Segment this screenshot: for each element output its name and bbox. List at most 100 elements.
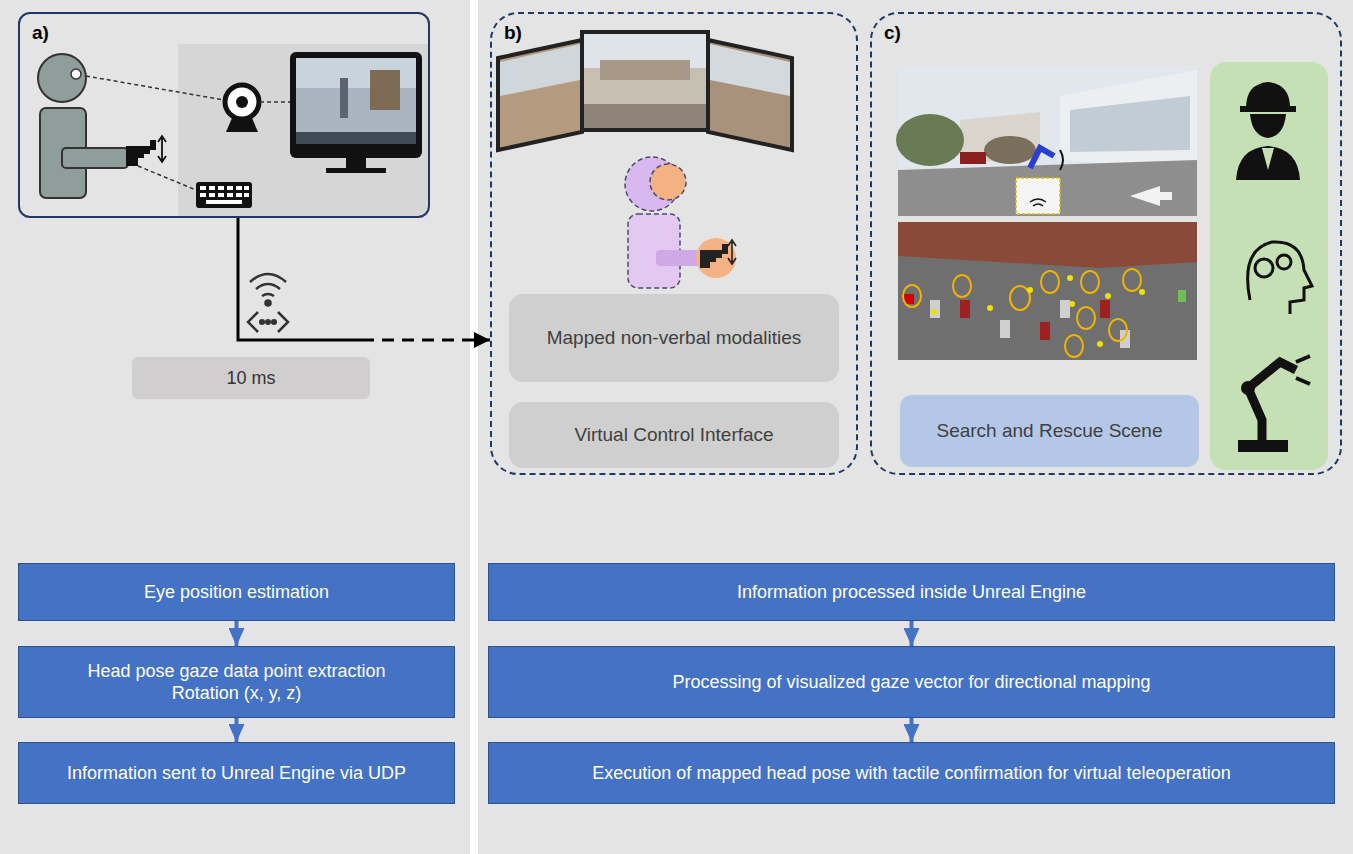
connector — [911, 718, 912, 742]
operator-setup-part — [38, 54, 86, 102]
panel-label: a) — [32, 22, 49, 44]
street-scene-image-part — [898, 160, 1197, 216]
module-box: Virtual Control Interface — [509, 402, 839, 468]
box-text: Search and Rescue Scene — [922, 419, 1176, 443]
actor-icons-panel-part — [1238, 440, 1288, 452]
operator-setup-part — [370, 70, 400, 110]
aerial-scene-image-part-part — [1060, 300, 1070, 318]
aerial-scene-image-part-part — [1041, 271, 1059, 293]
actor-icons-panel-part — [1250, 114, 1286, 138]
panoramic-screens-part — [582, 32, 708, 130]
operator-setup-part-part — [236, 186, 242, 190]
operator-avatar-part — [728, 240, 736, 264]
operator-setup-part-part — [236, 193, 242, 197]
panel-label: b) — [504, 22, 522, 44]
panoramic-screens — [498, 32, 792, 150]
panoramic-screens-part — [708, 40, 792, 150]
process-box: Information processed inside Unreal Engi… — [488, 563, 1335, 621]
operator-setup-part — [236, 96, 248, 108]
aerial-scene-image-part-part — [1123, 269, 1141, 291]
aerial-scene-image-part — [931, 275, 1145, 347]
box-text: Virtual Control Interface — [558, 423, 789, 447]
connector-line — [238, 218, 362, 340]
actor-icons-panel-part — [1277, 255, 1291, 269]
operator-avatar — [625, 157, 736, 288]
wireless-icon-part — [266, 320, 270, 324]
actor-icons-panel-part — [1246, 82, 1290, 108]
panoramic-screens-part — [500, 44, 580, 96]
operator-setup-part-part — [218, 186, 224, 190]
street-scene-image — [896, 66, 1197, 216]
street-scene-image-part — [1016, 178, 1060, 214]
operator-setup-part — [200, 186, 249, 204]
aerial-scene-image-part-part — [1010, 286, 1030, 310]
actor-icons-panel-part — [1255, 259, 1273, 277]
actor-icons-panel — [1210, 62, 1328, 470]
aerial-scene-image-part-part — [1067, 275, 1073, 281]
street-scene-image-part — [984, 136, 1036, 164]
box-text: Processing of visualized gaze vector for… — [632, 671, 1190, 694]
panel-grounds-part — [0, 0, 470, 854]
aerial-scene-image-part-part — [1027, 287, 1033, 293]
connector — [238, 218, 490, 340]
aerial-scene-image-part-part — [1109, 319, 1127, 341]
connector — [236, 718, 237, 742]
connector — [911, 621, 912, 646]
aerial-scene-image-part-part — [1105, 293, 1111, 299]
panel-frame: a) — [18, 12, 430, 218]
panoramic-screens-part — [710, 44, 790, 96]
operator-setup-part-part — [206, 200, 242, 204]
street-scene-image-part — [1070, 96, 1190, 152]
street-scene-image-part — [1030, 199, 1046, 206]
street-scene-image-part — [896, 114, 964, 166]
wireless-icon-part — [272, 320, 276, 324]
street-scene-image-part — [1060, 70, 1197, 170]
street-scene-image-part — [1030, 148, 1054, 168]
panel-frame: b) Mapped non-verbal modalitiesVirtual Co… — [490, 12, 858, 475]
operator-setup-part — [225, 85, 259, 119]
actor-icons-panel-part — [1262, 148, 1274, 170]
scene-box: Search and Rescue Scene — [900, 395, 1199, 467]
street-scene-image-part — [960, 152, 986, 164]
latency-box: 10 ms — [132, 357, 370, 399]
panel-grounds-part — [478, 0, 1353, 854]
aerial-scene-image-part-part — [1139, 289, 1145, 295]
actor-icons-panel-part — [1210, 62, 1328, 470]
operator-setup-part — [226, 118, 258, 132]
operator-setup-part — [126, 140, 156, 166]
process-box: Eye position estimation — [18, 563, 455, 621]
connector-line — [910, 621, 914, 646]
process-box: Information sent to Unreal Engine via UD… — [18, 742, 455, 804]
operator-setup — [38, 44, 428, 216]
box-text: Eye position estimation — [104, 581, 369, 604]
connector-line — [910, 718, 914, 742]
aerial-scene-image-part-part — [1000, 320, 1010, 338]
operator-setup-part-part — [209, 186, 215, 190]
operator-setup-part-part — [200, 186, 206, 190]
aerial-scene-image-part — [898, 222, 1197, 268]
wireless-icon-part — [250, 274, 286, 282]
aerial-scene-image-part-part — [1120, 330, 1130, 348]
operator-setup-part — [86, 76, 290, 190]
operator-setup-part — [296, 132, 416, 144]
wireless-icon-part — [248, 312, 288, 332]
aerial-scene-image-part-part — [960, 300, 970, 318]
aerial-scene-image-part — [930, 300, 1130, 348]
wireless-icon-part — [266, 301, 271, 306]
module-box: Mapped non-verbal modalities — [509, 294, 839, 382]
operator-setup-part-part — [200, 193, 206, 197]
operator-setup-part — [290, 52, 422, 158]
operator-setup-part-part — [244, 193, 249, 197]
box-text: Information processed inside Unreal Engi… — [697, 581, 1126, 604]
aerial-scene-image-part-part — [1100, 300, 1110, 318]
operator-avatar-part — [650, 164, 686, 200]
actor-icons-panel-part — [1296, 356, 1310, 384]
panoramic-screens-part — [498, 40, 582, 150]
aerial-scene-image-part-part — [1081, 271, 1099, 293]
process-box: Processing of visualized gaze vector for… — [488, 646, 1335, 718]
aerial-scene-image-part-part — [903, 285, 921, 307]
panel-frame: c)Search and Rescue Scene — [870, 12, 1342, 475]
box-text: 10 ms — [226, 367, 275, 390]
actor-icons-panel-part — [1248, 242, 1312, 314]
